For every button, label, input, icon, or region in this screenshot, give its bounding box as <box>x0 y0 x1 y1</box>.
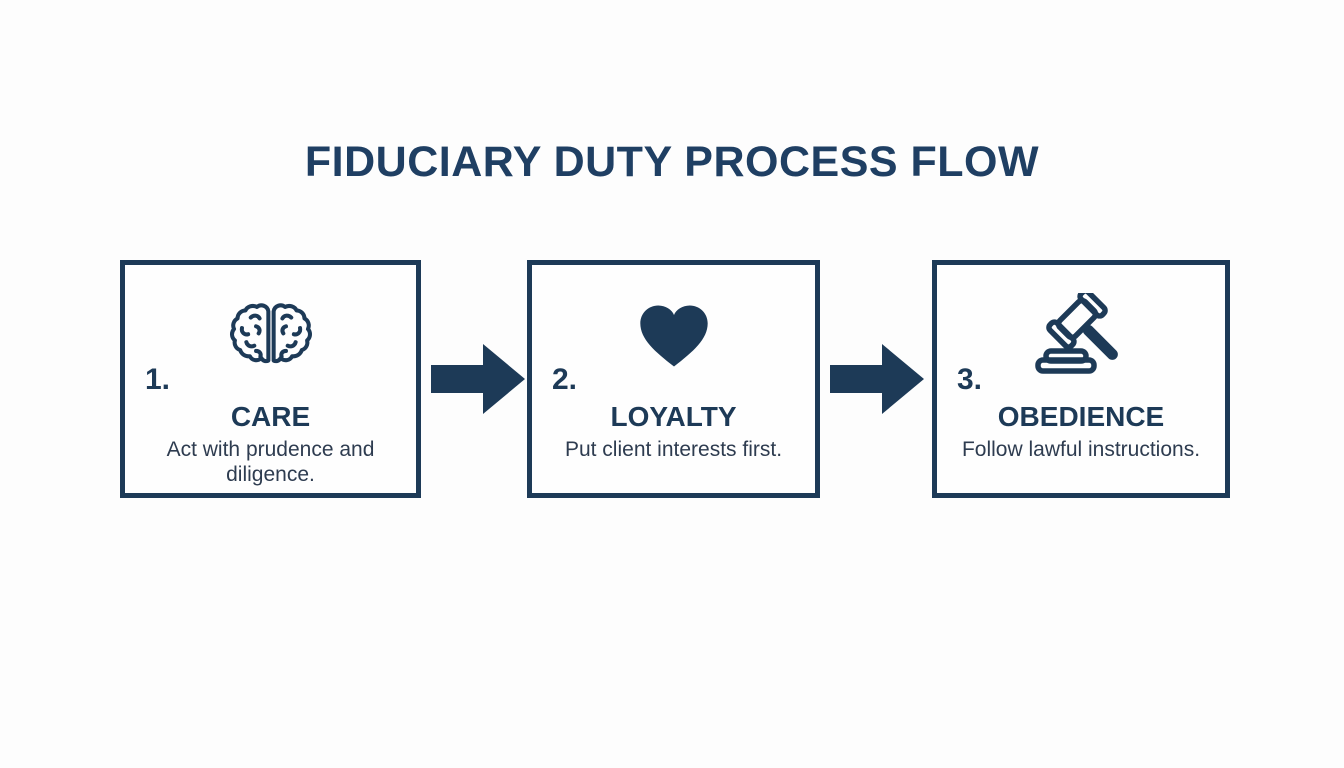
step-description: Act with prudence and diligence. <box>166 438 375 486</box>
step-number: 2. <box>552 363 578 396</box>
arrow-right-icon <box>830 342 924 416</box>
step-box-care: 1. CARE Act with prudence and diligence <box>120 260 421 498</box>
brain-icon <box>125 293 416 379</box>
step-box-loyalty: 2. LOYALTY Put client interests first. <box>527 260 820 498</box>
step-box-obedience: 3. OBEDIENCE Follow lawful instructions. <box>932 260 1230 498</box>
step-heading: CARE <box>230 401 311 432</box>
step-description: Put client interests first. <box>564 438 783 461</box>
gavel-icon <box>937 293 1225 379</box>
page-title: FIDUCIARY DUTY PROCESS FLOW <box>304 138 1040 186</box>
step-description: Follow lawful instructions. <box>961 438 1201 461</box>
step-number: 1. <box>145 363 171 396</box>
step-number: 3. <box>957 363 983 396</box>
step-heading: OBEDIENCE <box>997 401 1165 432</box>
heart-icon <box>532 293 815 379</box>
arrow-right-icon <box>431 342 525 416</box>
step-heading: LOYALTY <box>610 401 737 432</box>
